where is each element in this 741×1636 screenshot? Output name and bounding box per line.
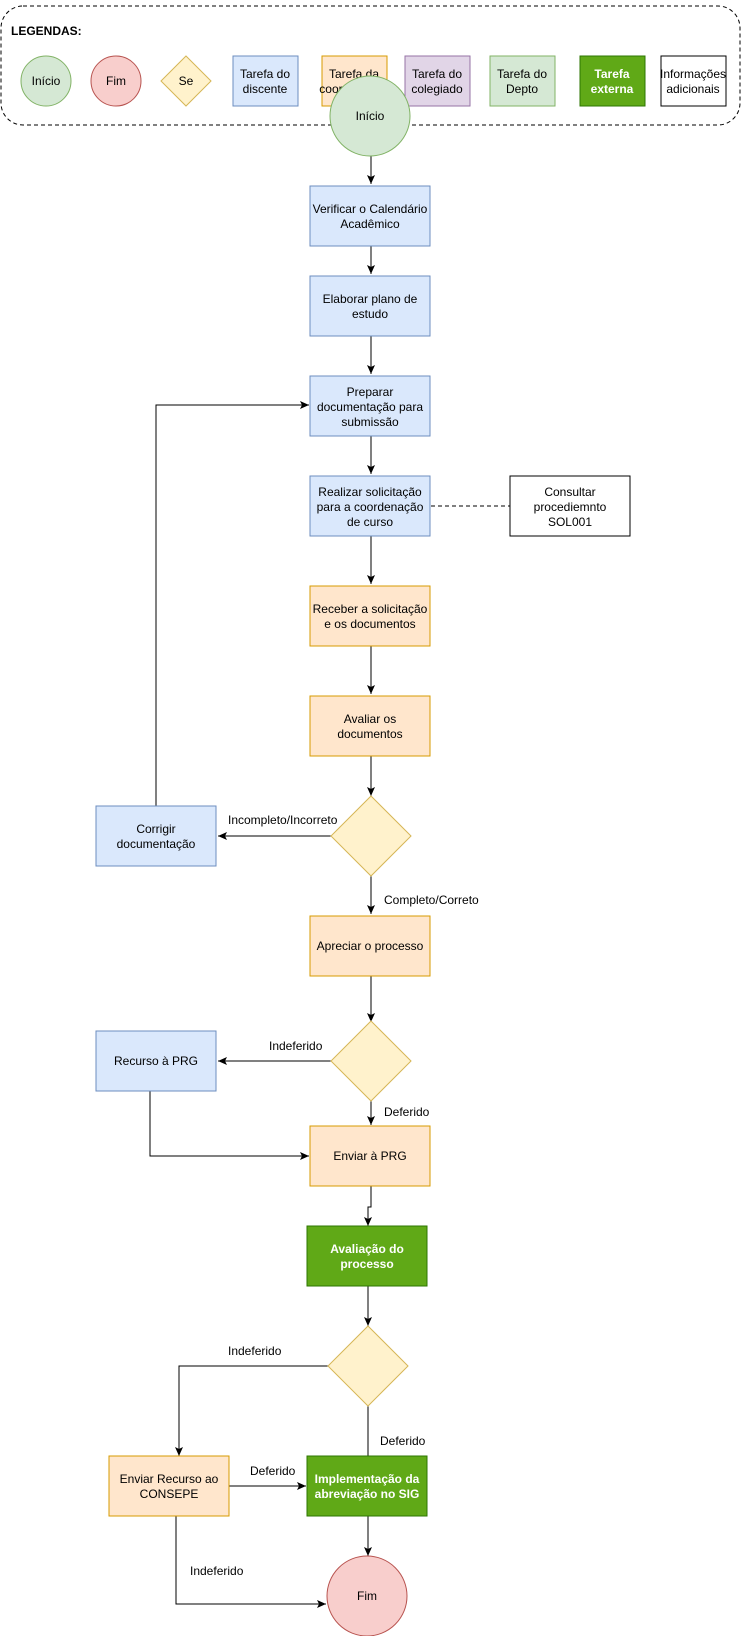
edge-label-indeferido1: Indeferido <box>269 1039 323 1053</box>
edge-label-indeferido3: Indeferido <box>190 1564 244 1578</box>
edge-label-deferido3: Deferido <box>250 1464 296 1478</box>
legend-colegiado: Tarefa do colegiado <box>404 55 471 107</box>
node-start: Início <box>329 75 411 157</box>
node-avaliacao-line1: Avaliação do <box>330 1242 404 1256</box>
node-receber-line1: Receber a solicitação <box>313 602 428 616</box>
node-implementacao-line2: abreviação no SIG <box>315 1487 420 1501</box>
node-verificar-line2: Acadêmico <box>340 217 400 231</box>
node-receber: Receber a solicitação e os documentos <box>309 585 431 647</box>
node-enviar-consepe-line2: CONSEPE <box>140 1487 199 1501</box>
node-corrigir-line1: Corrigir <box>136 822 175 836</box>
legend-se-label: Se <box>179 74 194 88</box>
node-preparar-line1: Preparar <box>347 385 394 399</box>
node-preparar-line3: submissão <box>341 415 399 429</box>
edge-label-indeferido2: Indeferido <box>228 1344 282 1358</box>
edge-decision3-consepe <box>175 1365 328 1456</box>
node-verificar-line1: Verificar o Calendário <box>313 202 428 216</box>
node-decision2 <box>330 1020 412 1102</box>
node-apreciar: Apreciar o processo <box>309 915 431 977</box>
node-enviar-consepe-line1: Enviar Recurso ao <box>120 1472 219 1486</box>
node-avaliar-line1: Avaliar os <box>344 712 396 726</box>
node-apreciar-label: Apreciar o processo <box>317 939 424 953</box>
node-corrigir: Corrigir documentação <box>95 805 217 867</box>
node-implementacao-line1: Implementação da <box>315 1472 420 1486</box>
legend-inicio-label: Início <box>32 74 61 88</box>
legend-externa: Tarefa externa <box>579 55 646 107</box>
node-realizar-line3: de curso <box>347 515 393 529</box>
node-avaliar-line2: documentos <box>337 727 402 741</box>
legend-inicio: Início <box>20 55 72 107</box>
node-decision3 <box>327 1325 409 1407</box>
node-consultar-line1: Consultar <box>544 485 595 499</box>
node-preparar: Preparar documentação para submissão <box>309 375 431 437</box>
node-avaliacao-line2: processo <box>340 1257 393 1271</box>
legend-info-line2: adicionais <box>666 82 719 96</box>
legend-externa-line1: Tarefa <box>594 67 629 81</box>
edge-labels: Incompleto/Incorreto Completo/Correto In… <box>190 813 479 1578</box>
legend-title: LEGENDAS: <box>11 24 82 38</box>
node-enviar-prg: Enviar à PRG <box>309 1125 431 1187</box>
edges <box>149 156 510 1608</box>
node-receber-line2: e os documentos <box>324 617 415 631</box>
legend-depto: Tarefa do Depto <box>489 55 556 107</box>
node-realizar-line2: para a coordenação <box>317 500 424 514</box>
node-end: Fim <box>326 1555 408 1636</box>
node-avaliar: Avaliar os documentos <box>309 695 431 757</box>
legend-colegiado-line2: colegiado <box>411 82 463 96</box>
node-avaliacao: Avaliação do processo <box>306 1225 428 1287</box>
legend-discente-line1: Tarefa do <box>240 67 290 81</box>
node-elaborar: Elaborar plano de estudo <box>309 275 431 337</box>
node-realizar-line1: Realizar solicitação <box>318 485 422 499</box>
edge-label-completo: Completo/Correto <box>384 893 479 907</box>
edge-consepe-fim <box>175 1516 326 1608</box>
edge-label-deferido2: Deferido <box>380 1434 426 1448</box>
node-recurso-prg: Recurso à PRG <box>95 1030 217 1092</box>
node-consultar: Consultar procediemnto SOL001 <box>509 475 631 537</box>
node-corrigir-line2: documentação <box>117 837 196 851</box>
node-realizar: Realizar solicitação para a coordenação … <box>309 475 431 537</box>
edge-label-deferido1: Deferido <box>384 1105 430 1119</box>
edge-corrigir-preparar <box>155 401 309 806</box>
edge-recurso-enviar <box>149 1091 309 1160</box>
node-implementacao: Implementação da abreviação no SIG <box>306 1455 428 1517</box>
node-elaborar-line2: estudo <box>352 307 388 321</box>
legend-fim: Fim <box>90 55 142 107</box>
edge-enviar-avaliacao <box>364 1186 372 1226</box>
node-start-label: Início <box>356 109 385 123</box>
legend-colegiado-line1: Tarefa do <box>412 67 462 81</box>
legend-depto-line2: Depto <box>506 82 538 96</box>
legend-externa-line2: externa <box>591 82 634 96</box>
legend-discente: Tarefa do discente <box>232 55 299 107</box>
node-enviar-consepe: Enviar Recurso ao CONSEPE <box>108 1455 230 1517</box>
node-preparar-line2: documentação para <box>317 400 423 414</box>
node-consultar-line3: SOL001 <box>548 515 592 529</box>
legend-fim-label: Fim <box>106 74 126 88</box>
legend-info: Informações adicionais <box>660 55 727 107</box>
node-consultar-line2: procediemnto <box>534 500 607 514</box>
node-end-label: Fim <box>357 1589 377 1603</box>
node-decision1 <box>330 795 412 877</box>
node-elaborar-line1: Elaborar plano de <box>323 292 418 306</box>
edge-label-incompleto: Incompleto/Incorreto <box>228 813 338 827</box>
legend-depto-line1: Tarefa do <box>497 67 547 81</box>
node-enviar-prg-label: Enviar à PRG <box>333 1149 406 1163</box>
legend-discente-line2: discente <box>243 82 288 96</box>
node-verificar: Verificar o Calendário Acadêmico <box>309 185 431 247</box>
legend: LEGENDAS: Início Fim Se Tarefa do discen… <box>0 5 741 126</box>
legend-info-line1: Informações <box>660 67 726 81</box>
node-recurso-prg-label: Recurso à PRG <box>114 1054 198 1068</box>
legend-se: Se <box>160 55 212 107</box>
